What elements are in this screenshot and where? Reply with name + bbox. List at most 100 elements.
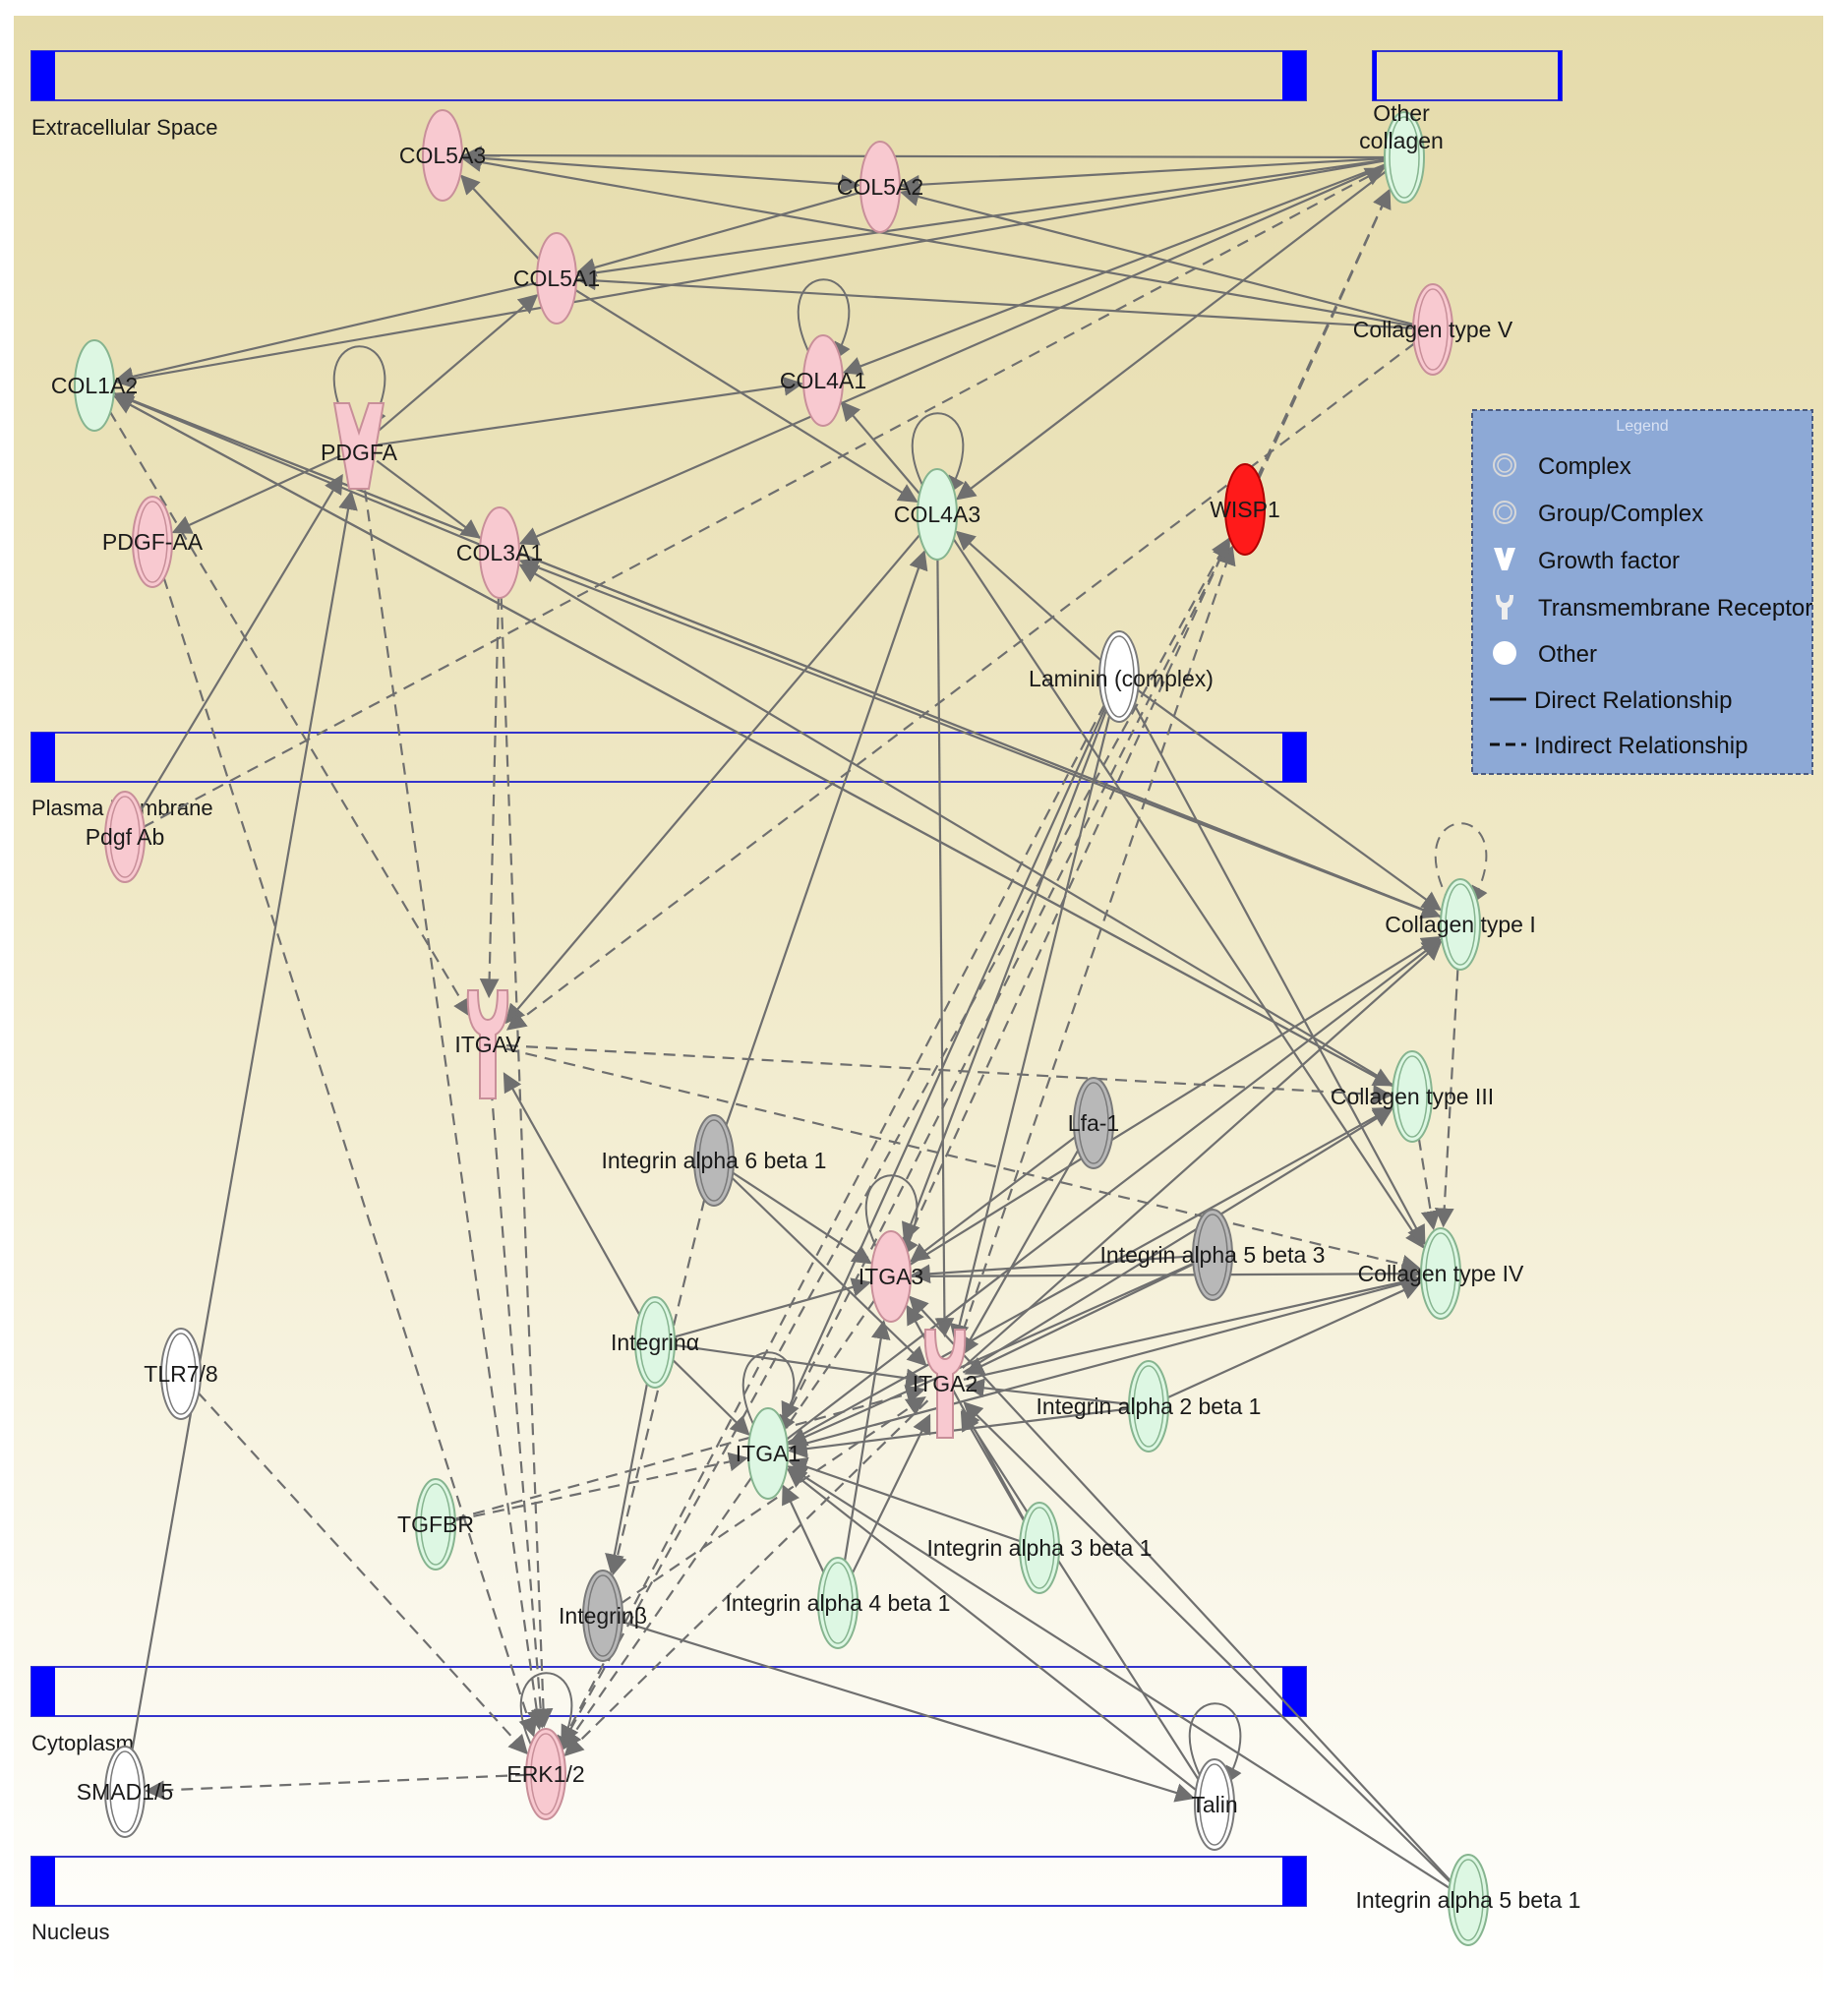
self-loop-edge bbox=[911, 412, 965, 496]
complex-inner-ring bbox=[1103, 635, 1135, 718]
indirect-edge bbox=[1417, 1138, 1441, 1231]
direct-edge bbox=[621, 1620, 1196, 1803]
direct-edge bbox=[460, 174, 541, 262]
node-col4a3[interactable]: COL4A3 bbox=[894, 468, 980, 561]
node-label: Laminin (complex) bbox=[1029, 666, 1214, 691]
complex-inner-ring bbox=[1199, 1763, 1230, 1846]
node-integrin-b[interactable]: Integrinβ bbox=[559, 1570, 647, 1662]
node-erk12[interactable]: ERK1/2 bbox=[506, 1728, 585, 1820]
band-cap-left bbox=[31, 1667, 55, 1716]
node-itga1[interactable]: ITGA1 bbox=[736, 1407, 800, 1500]
direct-edge bbox=[787, 1457, 1022, 1543]
node-collagen-v[interactable]: Collagen type V bbox=[1353, 283, 1513, 376]
indirect-edge bbox=[505, 1044, 1393, 1104]
indirect-edge bbox=[562, 1298, 876, 1750]
direct-edge bbox=[909, 1135, 1077, 1263]
direct-edge bbox=[843, 1319, 891, 1562]
node-label: Integrin alpha 5 beta 1 bbox=[1356, 1887, 1581, 1913]
legend-box bbox=[1471, 409, 1813, 775]
complex-icon bbox=[582, 1570, 623, 1662]
node-int-a4b1[interactable]: Integrin alpha 4 beta 1 bbox=[726, 1557, 951, 1649]
compartment-cytoplasm: Cytoplasm bbox=[30, 1666, 1307, 1755]
growth-factor-icon bbox=[1494, 548, 1515, 570]
direct-edge bbox=[461, 152, 1415, 327]
node-pdgfa[interactable]: PDGFA bbox=[321, 402, 398, 490]
node-itga3[interactable]: ITGA3 bbox=[859, 1230, 923, 1323]
direct-edge bbox=[900, 157, 1387, 195]
node-integrin-a[interactable]: Integrinα bbox=[611, 1296, 699, 1389]
node-label: ITGAV bbox=[454, 1032, 521, 1057]
molecule-icon bbox=[422, 109, 463, 202]
node-label: Integrin alpha 3 beta 1 bbox=[927, 1535, 1153, 1561]
direct-edge bbox=[112, 391, 1442, 919]
node-tlr78[interactable]: TLR7/8 bbox=[144, 1328, 218, 1420]
direct-edge bbox=[842, 163, 1387, 376]
indirect-edge bbox=[563, 1399, 929, 1757]
growth-factor-icon bbox=[332, 402, 385, 490]
node-smad15[interactable]: SMAD1/5 bbox=[77, 1746, 173, 1838]
direct-edge bbox=[909, 1295, 1452, 1883]
direct-edge bbox=[934, 559, 955, 1337]
direct-edge bbox=[460, 155, 860, 194]
node-label: Lfa-1 bbox=[1068, 1110, 1119, 1136]
indirect-edge bbox=[145, 1773, 528, 1801]
node-lfa1[interactable]: Lfa-1 bbox=[1068, 1077, 1119, 1169]
node-col5a3[interactable]: COL5A3 bbox=[399, 109, 486, 202]
molecule-icon bbox=[479, 506, 520, 599]
indirect-edge bbox=[453, 1452, 749, 1522]
direct-edge bbox=[573, 288, 918, 504]
node-int-a6b1[interactable]: Integrin alpha 6 beta 1 bbox=[602, 1114, 827, 1207]
node-itga2[interactable]: ITGA2 bbox=[913, 1329, 978, 1439]
node-col3a1[interactable]: COL3A1 bbox=[456, 506, 543, 599]
node-collagen-iv[interactable]: Collagen type IV bbox=[1358, 1227, 1524, 1320]
complex-icon bbox=[1448, 1854, 1489, 1946]
node-tgfbr[interactable]: TGFBR bbox=[397, 1478, 474, 1571]
node-label: Talin bbox=[1191, 1792, 1237, 1817]
node-label: PDGFA bbox=[321, 440, 398, 465]
node-int-a2b1[interactable]: Integrin alpha 2 beta 1 bbox=[1037, 1360, 1262, 1453]
molecule-icon bbox=[859, 141, 901, 233]
self-loop-edge bbox=[741, 1351, 796, 1435]
indirect-edge bbox=[505, 341, 1416, 1031]
compartment-extracellular: Extracellular Space bbox=[30, 50, 1307, 140]
molecule-icon bbox=[870, 1230, 912, 1323]
node-col5a2[interactable]: COL5A2 bbox=[837, 141, 923, 233]
direct-edge bbox=[1136, 688, 1443, 912]
complex-icon bbox=[1412, 283, 1453, 376]
complex-inner-ring bbox=[1024, 1507, 1055, 1589]
direct-edge bbox=[787, 1262, 1195, 1447]
complex-inner-ring bbox=[1396, 1055, 1428, 1138]
complex-inner-ring bbox=[1078, 1082, 1109, 1164]
direct-edge bbox=[503, 1072, 641, 1317]
legend-label-group-complex: Group/Complex bbox=[1538, 501, 1703, 527]
node-wisp1[interactable]: WISP1 bbox=[1210, 463, 1280, 556]
node-col5a1[interactable]: COL5A1 bbox=[513, 232, 600, 325]
complex-icon bbox=[1384, 111, 1425, 204]
node-int-a5b1[interactable]: Integrin alpha 5 beta 1 bbox=[1356, 1854, 1581, 1946]
direct-edge bbox=[113, 159, 1387, 388]
direct-edge bbox=[518, 563, 1395, 1087]
node-laminin[interactable]: Laminin (complex) bbox=[1029, 630, 1214, 723]
node-label: ITGA2 bbox=[913, 1371, 978, 1396]
node-pdgf-ab[interactable]: Pdgf Ab bbox=[86, 791, 165, 883]
transmembrane-receptor-icon bbox=[923, 1329, 967, 1439]
node-int-a3b1[interactable]: Integrin alpha 3 beta 1 bbox=[927, 1502, 1153, 1594]
legend-title: Legend bbox=[1616, 418, 1668, 435]
complex-inner-ring bbox=[165, 1333, 197, 1415]
complex-inner-ring bbox=[822, 1562, 854, 1644]
node-collagen-i[interactable]: Collagen type I bbox=[1385, 878, 1536, 971]
complex-icon bbox=[1128, 1360, 1169, 1453]
direct-edge bbox=[964, 1263, 1195, 1375]
node-pdgf-aa[interactable]: PDGF-AA bbox=[102, 496, 204, 588]
node-col1a2[interactable]: COL1A2 bbox=[51, 339, 138, 432]
transmembrane-receptor-icon bbox=[1496, 595, 1513, 620]
node-talin[interactable]: Talin bbox=[1191, 1758, 1238, 1851]
node-int-a5b3[interactable]: Integrin alpha 5 beta 3 bbox=[1100, 1209, 1326, 1301]
node-label: ITGA3 bbox=[859, 1264, 923, 1289]
node-itgav[interactable]: ITGAV bbox=[454, 989, 521, 1099]
node-col4a1[interactable]: COL4A1 bbox=[780, 334, 866, 427]
node-collagen-iii[interactable]: Collagen type III bbox=[1331, 1050, 1494, 1143]
direct-edge bbox=[731, 1171, 872, 1265]
